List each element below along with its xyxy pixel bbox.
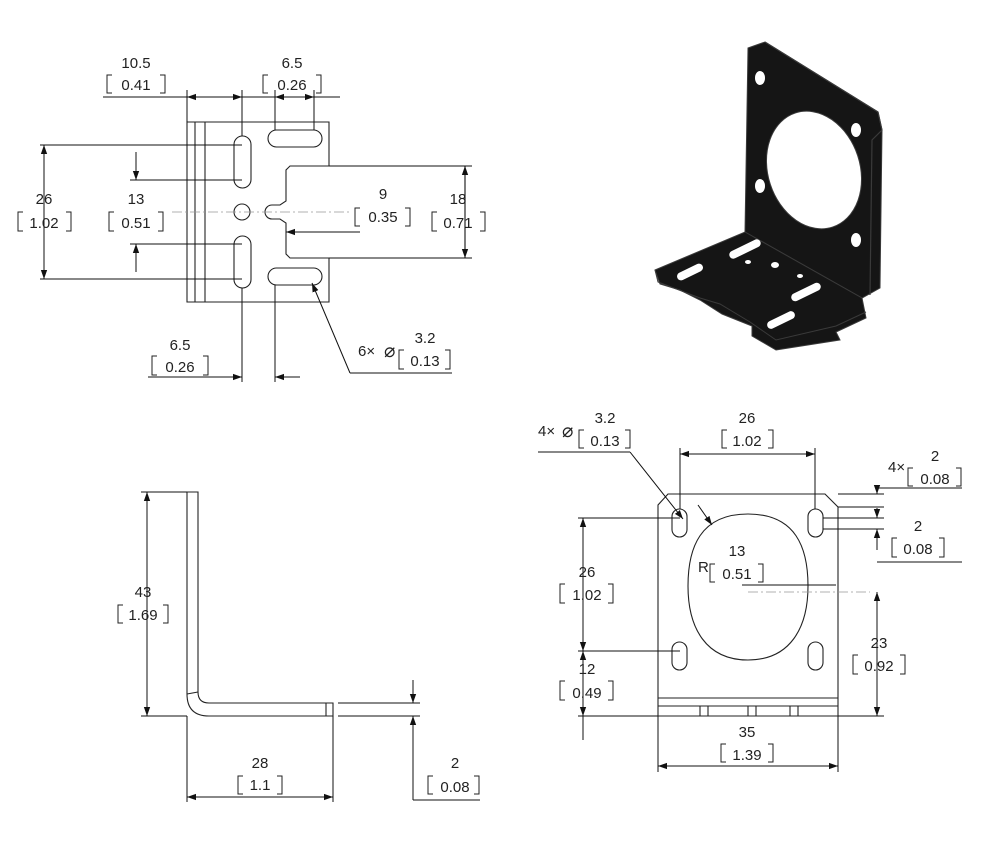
dim-6-5-top-in: 0.26 bbox=[277, 77, 306, 94]
dim-6-5-top-mm: 6.5 bbox=[282, 55, 303, 72]
radius-mm: 13 bbox=[729, 543, 746, 560]
dim-26-in: 1.02 bbox=[29, 215, 58, 232]
dim-13-top-view: 13 0.51 bbox=[108, 152, 242, 272]
dim-43-in: 1.69 bbox=[128, 607, 157, 624]
chamfer-qty: 4× bbox=[888, 459, 905, 476]
hole-6x-in: 0.13 bbox=[410, 353, 439, 370]
hole-6x-mm: 3.2 bbox=[415, 330, 436, 347]
hole-qty-6x: 6× bbox=[358, 343, 375, 360]
isometric-view bbox=[654, 41, 883, 351]
dim-26-mm: 26 bbox=[36, 191, 53, 208]
hole-callout-4x: 4× ⌀ 3.2 0.13 bbox=[538, 410, 684, 520]
dim-12-mm: 12 bbox=[579, 661, 596, 678]
top-view-holes bbox=[233, 129, 323, 289]
dim-2-front-mm: 2 bbox=[914, 518, 922, 535]
front-view-holes bbox=[671, 508, 824, 671]
dim-6-5-bottom-in: 0.26 bbox=[165, 359, 194, 376]
dim-18-in: 0.71 bbox=[443, 215, 472, 232]
dim-13-mm: 13 bbox=[128, 191, 145, 208]
dim-18: 18 0.71 bbox=[329, 165, 486, 259]
hole-qty-4x: 4× bbox=[538, 423, 555, 440]
top-view: 10.5 0.41 6.5 0.26 26 1.02 bbox=[17, 55, 486, 382]
dim-2-front-in: 0.08 bbox=[903, 541, 932, 558]
dim-2-side: 2 0.08 bbox=[338, 680, 480, 801]
dim-12-in: 0.49 bbox=[572, 685, 601, 702]
dim-2-side-mm: 2 bbox=[451, 755, 459, 772]
dim-26-left-mm: 26 bbox=[579, 564, 596, 581]
dim-10-5: 10.5 0.41 bbox=[103, 55, 243, 136]
dim-2-side-in: 0.08 bbox=[440, 779, 469, 796]
dim-6-5-bottom: 6.5 0.26 bbox=[148, 285, 300, 382]
dim-23-mm: 23 bbox=[871, 635, 888, 652]
dim-26-front-top: 26 1.02 bbox=[679, 410, 816, 509]
dim-28: 28 1.1 bbox=[186, 716, 334, 802]
hole-4x-mm: 3.2 bbox=[595, 410, 616, 427]
chamfer-mm: 2 bbox=[931, 448, 939, 465]
dim-35: 35 1.39 bbox=[657, 716, 839, 772]
dim-18-mm: 18 bbox=[450, 191, 467, 208]
diameter-icon: ⌀ bbox=[384, 341, 395, 362]
dim-43: 43 1.69 bbox=[117, 491, 187, 717]
dim-26-left-in: 1.02 bbox=[572, 587, 601, 604]
dim-6-5-top: 6.5 0.26 bbox=[242, 55, 340, 130]
dim-13-in: 0.51 bbox=[121, 215, 150, 232]
bracket-3d-icon bbox=[654, 41, 883, 351]
dim-2-front-right: 2 0.08 bbox=[823, 508, 962, 563]
dim-6-5-bottom-mm: 6.5 bbox=[170, 337, 191, 354]
radius-prefix: R bbox=[698, 559, 709, 576]
dim-35-in: 1.39 bbox=[732, 747, 761, 764]
radius-callout: R 13 0.51 bbox=[697, 504, 836, 586]
dim-23: 23 0.92 bbox=[838, 592, 906, 717]
side-view-outline bbox=[186, 491, 334, 717]
dim-26-front-left: 26 1.02 bbox=[559, 517, 680, 652]
dim-26-front-in: 1.02 bbox=[732, 433, 761, 450]
dim-28-in: 1.1 bbox=[250, 777, 271, 794]
dim-28-mm: 28 bbox=[252, 755, 269, 772]
chamfer-in: 0.08 bbox=[920, 471, 949, 488]
hole-4x-in: 0.13 bbox=[590, 433, 619, 450]
radius-in: 0.51 bbox=[722, 566, 751, 583]
dim-35-mm: 35 bbox=[739, 724, 756, 741]
dim-9-mm: 9 bbox=[379, 186, 387, 203]
hole-callout-6x: 6× ⌀ 3.2 0.13 bbox=[311, 282, 452, 374]
front-view-outline bbox=[657, 493, 839, 717]
dim-26-front-mm: 26 bbox=[739, 410, 756, 427]
dim-9: 9 0.35 bbox=[286, 186, 411, 236]
side-view: 43 1.69 28 1.1 2 0.08 bbox=[117, 491, 480, 802]
chamfer-callout: 4× 2 0.08 bbox=[838, 448, 962, 508]
dim-43-mm: 43 bbox=[135, 584, 152, 601]
dim-26-top-view: 26 1.02 bbox=[17, 144, 242, 280]
dim-12: 12 0.49 bbox=[559, 651, 658, 740]
dim-10-5-in: 0.41 bbox=[121, 77, 150, 94]
dim-23-in: 0.92 bbox=[864, 658, 893, 675]
front-view: 4× ⌀ 3.2 0.13 26 1.02 4× 2 0.08 bbox=[538, 410, 962, 772]
dim-10-5-mm: 10.5 bbox=[121, 55, 150, 72]
dim-9-in: 0.35 bbox=[368, 209, 397, 226]
diameter-icon-front: ⌀ bbox=[562, 421, 573, 442]
